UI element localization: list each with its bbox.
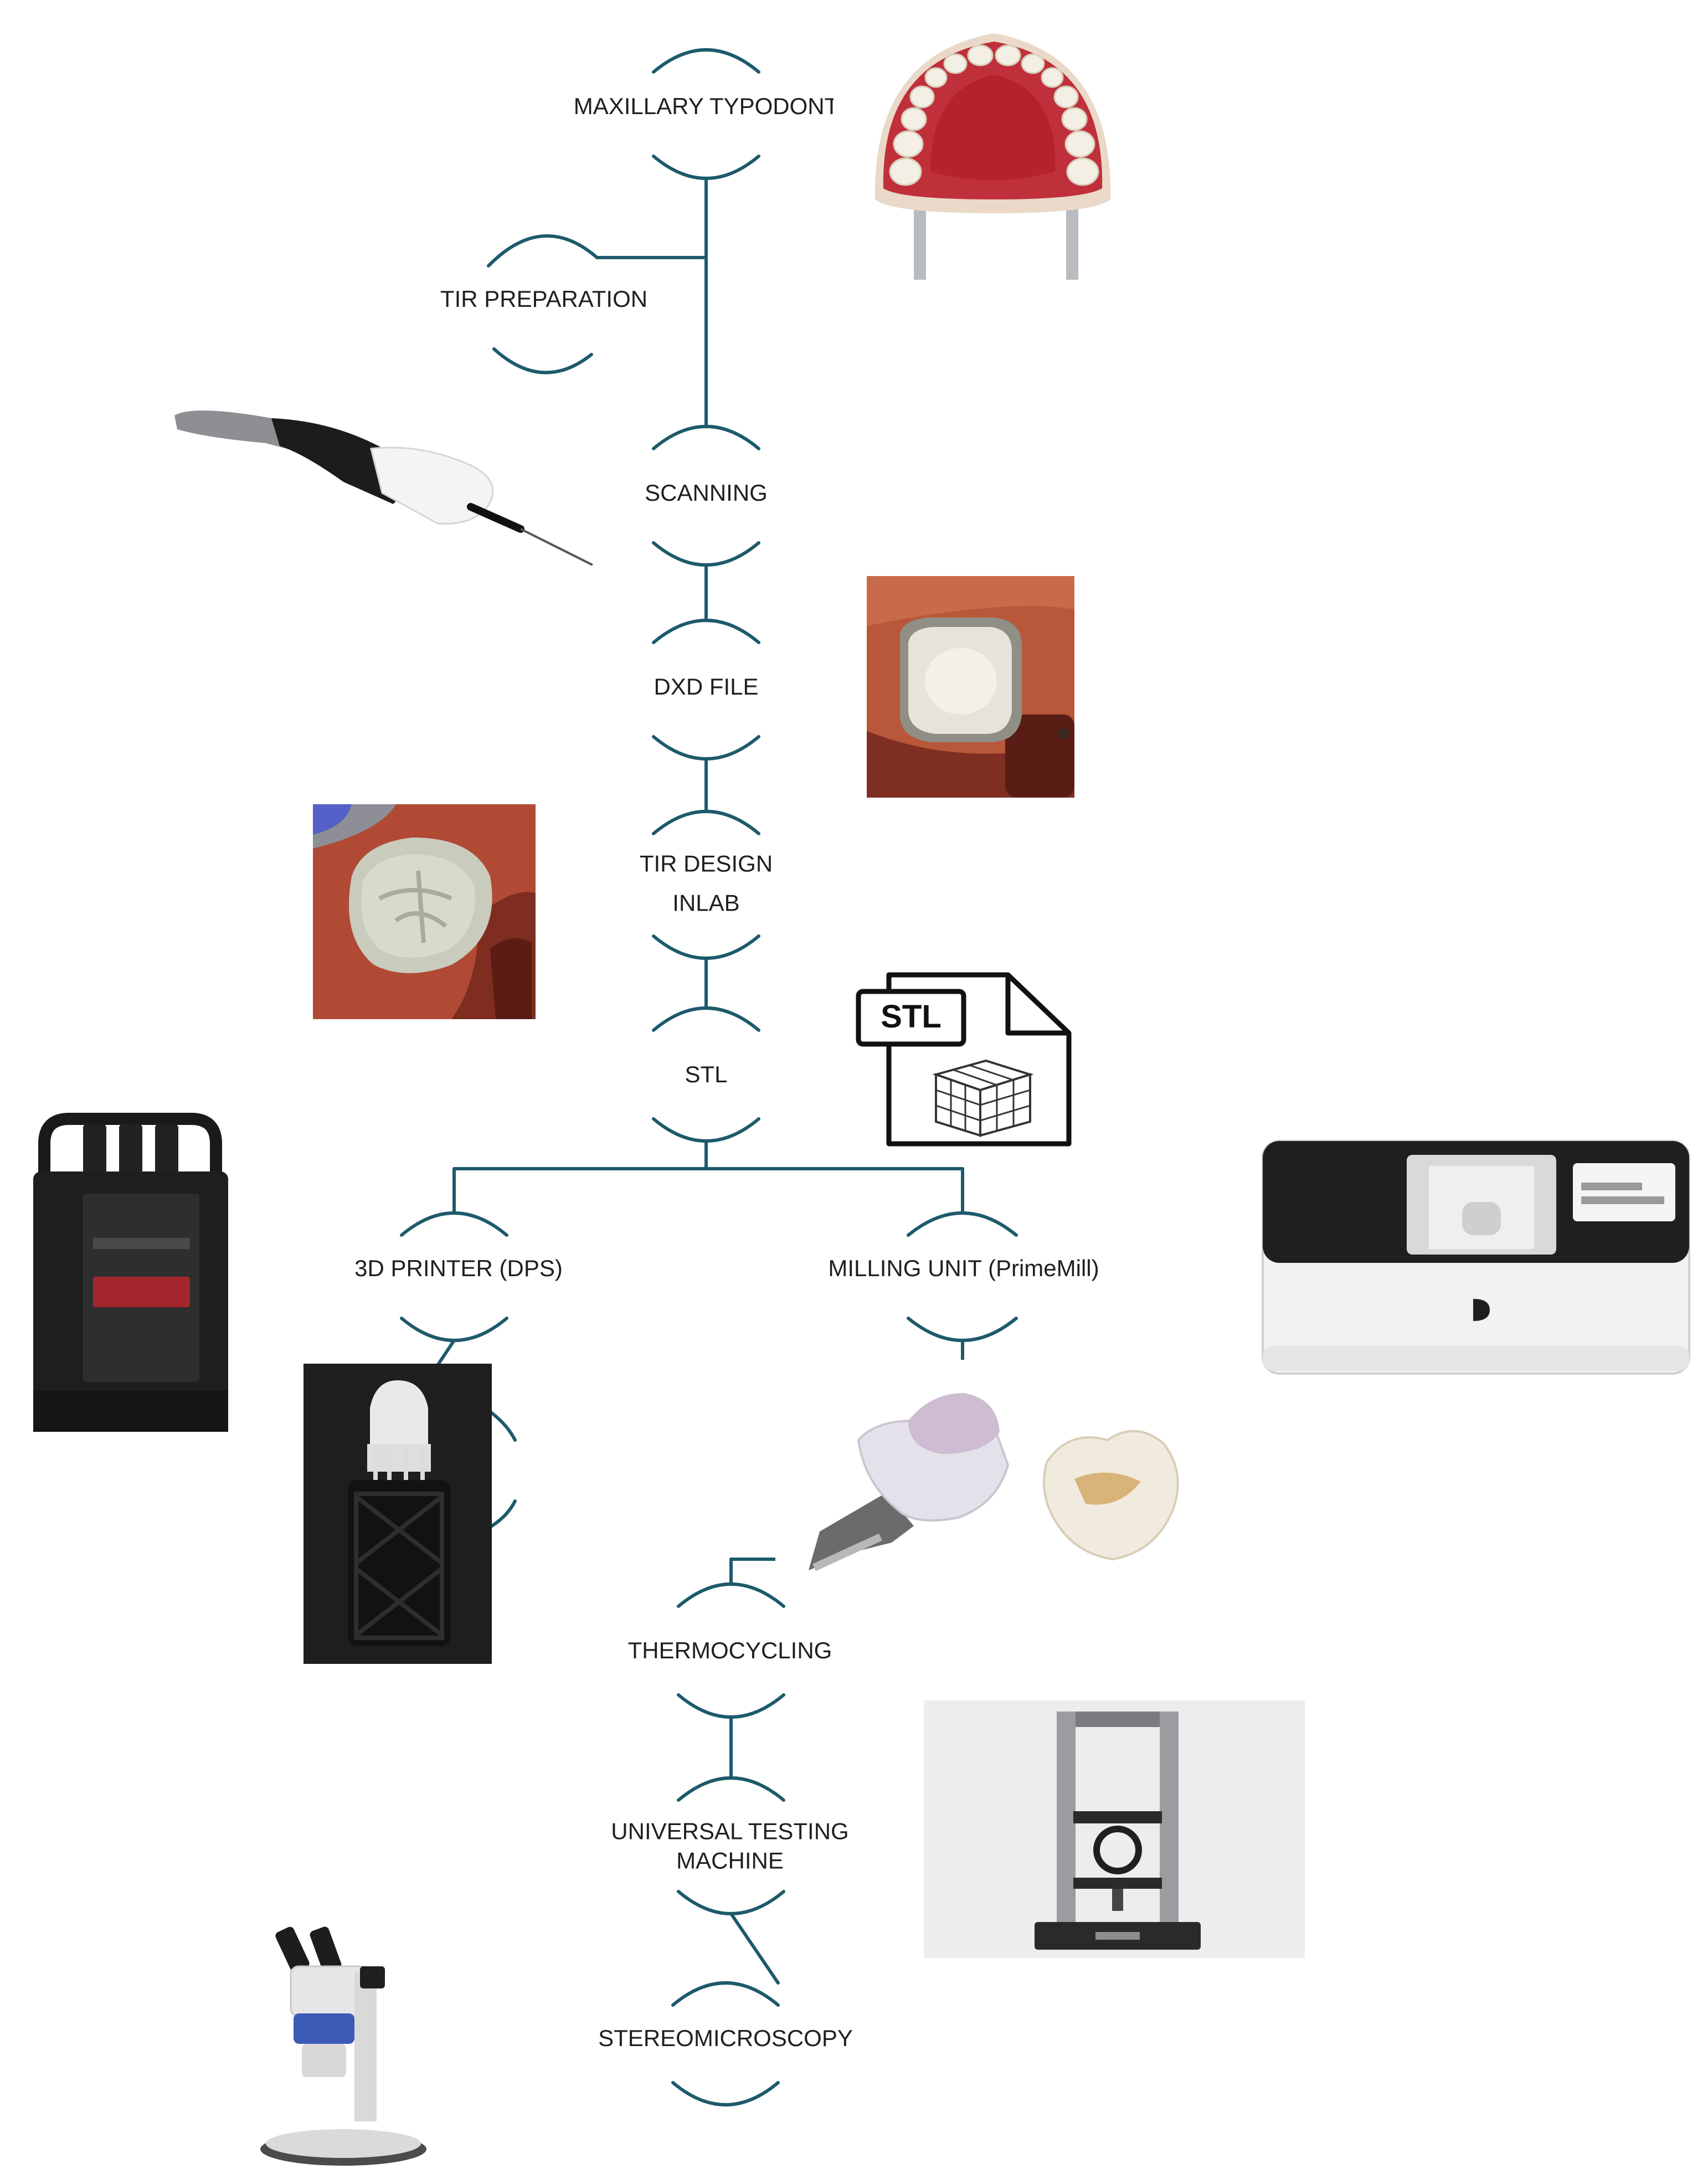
milled-block-and-crown-photo [775, 1360, 1213, 1592]
node-arc-design [652, 934, 760, 960]
stl-icon-text: STL [881, 999, 942, 1035]
step-thermocycling: THERMOCYCLING [628, 1636, 832, 1666]
stl-file-icon: STL [847, 964, 1080, 1155]
node-arc-milling [907, 1317, 1018, 1342]
node-arc-design [652, 810, 760, 835]
step-milling-unit: MILLING UNIT (PrimeMill) [828, 1254, 1099, 1283]
node-arc-utm [677, 1776, 785, 1802]
intraoral-scanner-photo [161, 388, 604, 576]
node-arc-stereo [671, 1981, 780, 2007]
node-arc-stl [652, 1117, 760, 1143]
step-label: TIR DESIGN [639, 850, 773, 877]
step-label: TIR PREPARATION [440, 285, 648, 312]
3d-printer-photo [28, 1111, 234, 1437]
node-arc-preparation [487, 234, 599, 268]
step-dxd-file: DXD FILE [654, 672, 758, 702]
crown-design-render [313, 804, 536, 1019]
step-label: DXD FILE [654, 673, 759, 700]
node-arc-milling [907, 1211, 1018, 1237]
step-tir-design-inlab: TIR DESIGN INLAB [640, 850, 773, 918]
step-maxillary-typodont: MAXILLARY TYPODONT [574, 92, 839, 121]
step-3d-printer: 3D PRINTER (DPS) [354, 1254, 563, 1283]
step-label: THERMOCYCLING [627, 1637, 832, 1663]
node-arc-stl [652, 1006, 760, 1032]
milling-unit-photo [1229, 1108, 1708, 1399]
scanned-preparation-photo [867, 576, 1074, 798]
node-arc-thermo [677, 1582, 785, 1608]
node-arc-dxd [652, 735, 760, 760]
step-label: INLAB [672, 890, 740, 916]
step-universal-testing-machine: UNIVERSAL TESTING MACHINE [611, 1817, 848, 1875]
node-arc-scanning [652, 425, 760, 450]
node-arc-typodont [652, 48, 760, 74]
step-stereomicroscopy: STEREOMICROSCOPY [598, 2024, 853, 2053]
step-label: SCANNING [645, 479, 768, 506]
printed-restoration-photo [303, 1364, 492, 1664]
node-arc-printer [400, 1211, 508, 1237]
step-label: STL [685, 1061, 728, 1087]
step-label: STEREOMICROSCOPY [598, 2024, 853, 2051]
step-label: UNIVERSAL TESTING [611, 1818, 849, 1844]
step-stl: STL [685, 1060, 727, 1090]
node-arc-dxd [652, 619, 760, 644]
step-label: MACHINE [676, 1847, 784, 1873]
node-arc-thermo [677, 1693, 785, 1719]
step-label: 3D PRINTER (DPS) [354, 1255, 563, 1281]
node-arc-stereo [671, 2081, 780, 2106]
node-arc-utm [677, 1890, 785, 1915]
node-arc-scanning [652, 541, 760, 567]
stereomicroscope-photo [194, 1922, 493, 2179]
maxillary-typodont-photo [834, 0, 1152, 281]
node-arc-printer [400, 1317, 508, 1342]
step-tir-preparation: TIR PREPARATION [440, 285, 647, 314]
node-arc-typodont [652, 155, 760, 180]
step-label: MAXILLARY TYPODONT [573, 92, 839, 119]
node-arc-preparation [492, 347, 593, 374]
universal-testing-machine-photo [924, 1700, 1305, 1958]
step-label: MILLING UNIT (PrimeMill) [828, 1255, 1099, 1281]
step-scanning: SCANNING [645, 479, 768, 508]
